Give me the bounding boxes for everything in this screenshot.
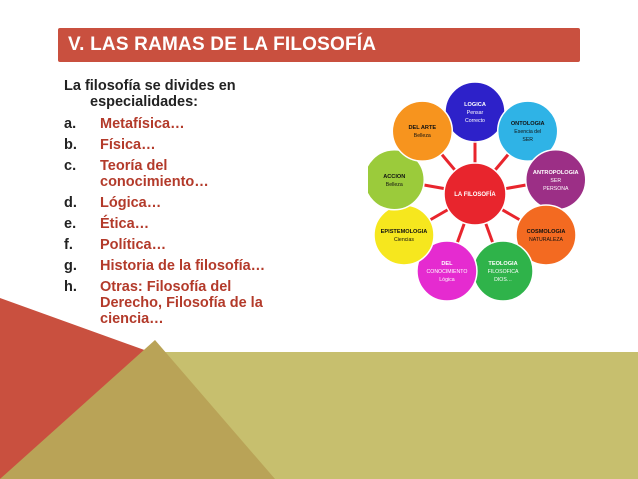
branch-node-label: Ciencias — [394, 237, 414, 243]
branch-node-label: EPISTEMOLOGIA — [381, 229, 428, 235]
branch-node-label: PERSONA — [543, 186, 569, 192]
list-item: c. Teoría del conocimiento… — [64, 158, 274, 190]
list-item-text: Historia de la filosofía… — [100, 258, 266, 274]
title-bar: V. LAS RAMAS DE LA FILOSOFÍA — [58, 28, 580, 62]
branch-node-label: TEOLOGIA — [488, 261, 517, 267]
branch-node-circle — [391, 100, 454, 162]
list-item: f. Política… — [64, 237, 274, 253]
list-marker: g. — [64, 258, 77, 274]
branch-node-label: DEL — [441, 261, 453, 267]
branch-node-label: ACCION — [383, 174, 405, 180]
list-item: g. Historia de la filosofía… — [64, 258, 274, 274]
intro-text: La filosofía se divides en especialidade… — [64, 78, 236, 110]
branch-node: DEL CONOCIMIENTO Lógica — [416, 240, 478, 302]
branch-node-circle — [373, 204, 435, 266]
list-marker: e. — [64, 216, 77, 232]
branch-node-label: Esencia del — [514, 129, 541, 135]
branch-node: DEL ARTE Belleza — [391, 100, 454, 162]
list-item-text: Teoría del conocimiento… — [100, 158, 209, 190]
list-marker: f. — [64, 237, 73, 253]
list-item-text: Metafísica… — [100, 116, 185, 132]
list-item: d. Lógica… — [64, 195, 274, 211]
branch-node-label: ANTROPOLOGIA — [533, 170, 579, 176]
branch-node-circle — [496, 100, 559, 162]
branch-node-circle — [515, 204, 577, 266]
branch-node-label: Belleza — [414, 133, 431, 139]
branch-node-label: FILOSOFICA — [488, 269, 519, 275]
branch-node-label: SER — [550, 178, 561, 184]
center-node-label: LA FILOSOFÍA — [454, 190, 496, 198]
list-marker: d. — [64, 195, 77, 211]
branch-node: ACCION Belleza — [368, 149, 425, 211]
branch-node-label: DIOS… — [494, 277, 512, 283]
list-item: h. Otras: Filosofía del Derecho, Filosof… — [64, 279, 274, 327]
list-item-text: Política… — [100, 237, 167, 253]
branch-node-label: Pensar — [467, 110, 484, 116]
slide-title: V. LAS RAMAS DE LA FILOSOFÍA — [68, 34, 377, 55]
branch-node: ANTROPOLOGIA SER PERSONA — [525, 149, 587, 211]
branch-node-circle — [368, 149, 425, 211]
branch-node: TEOLOGIA FILOSOFICA DIOS… — [472, 240, 534, 302]
branch-node: EPISTEMOLOGIA Ciencias — [373, 204, 435, 266]
branch-node-label: ONTOLOGIA — [511, 121, 545, 127]
branch-node: COSMOLOGIA NATURALEZA — [515, 204, 577, 266]
branch-node-label: SER — [522, 137, 533, 143]
branch-node-label: Lógica — [439, 277, 454, 283]
list-item: b. Física… — [64, 137, 274, 153]
list-marker: h. — [64, 279, 77, 295]
bg-red-triangle — [0, 298, 150, 479]
branch-node-label: CONOCIMIENTO — [427, 269, 468, 275]
list-item-text: Lógica… — [100, 195, 162, 211]
bg-tan-triangle — [0, 340, 275, 479]
branch-list: a. Metafísica… b. Física… c. Teoría del … — [64, 116, 274, 327]
branch-node-label: COSMOLOGIA — [527, 229, 566, 235]
center-node: LA FILOSOFÍA — [443, 162, 507, 226]
center-node-circle — [443, 162, 507, 226]
list-item-text: Física… — [100, 137, 156, 153]
branch-node-label: Correcto — [465, 118, 485, 124]
content-text: La filosofía se divides en especialidade… — [64, 78, 274, 332]
list-marker: c. — [64, 158, 77, 174]
list-marker: b. — [64, 137, 77, 153]
branch-node-circle — [416, 240, 478, 302]
list-item-text: Ética… — [100, 216, 150, 232]
list-item: a. Metafísica… — [64, 116, 274, 132]
list-item-text: Otras: Filosofía del Derecho, Filosofía … — [100, 279, 263, 327]
branch-node-label: DEL ARTE — [408, 125, 436, 131]
branch-node-label: LOGICA — [464, 102, 486, 108]
list-item: e. Ética… — [64, 216, 274, 232]
branch-node-label: NATURALEZA — [529, 237, 563, 243]
branch-node-label: Belleza — [386, 182, 403, 188]
list-marker: a. — [64, 116, 77, 132]
